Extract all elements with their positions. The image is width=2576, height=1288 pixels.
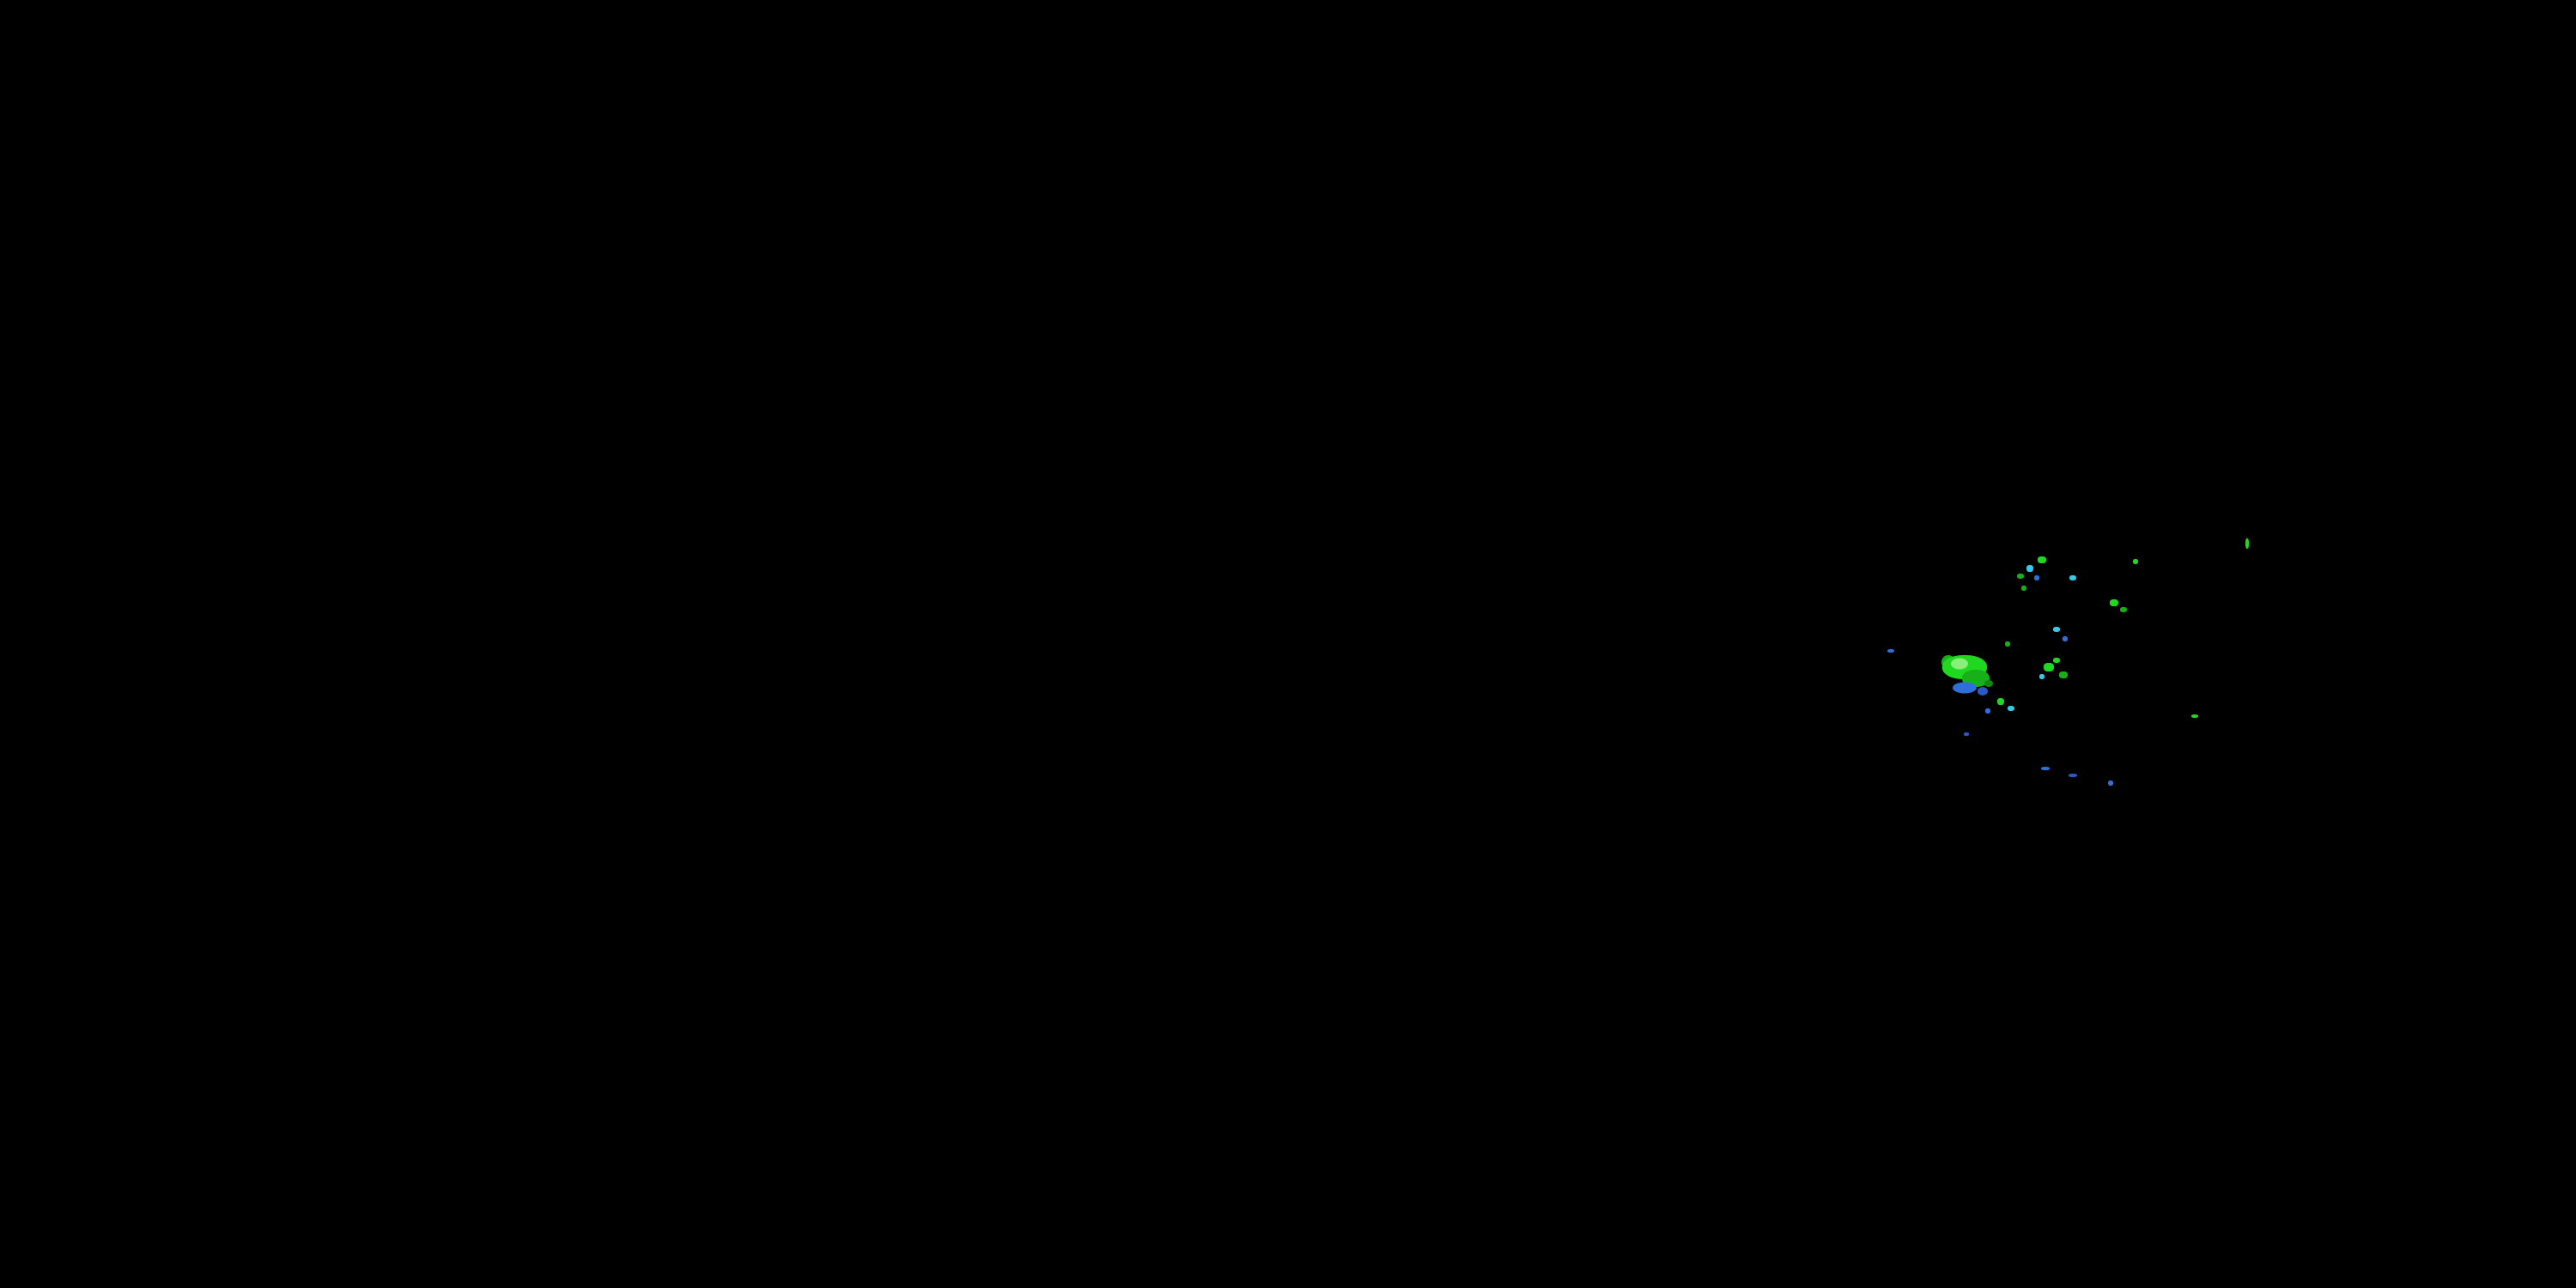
radar-echo <box>2110 599 2118 606</box>
radar-echo <box>1953 682 1977 694</box>
radar-echo <box>2069 774 2077 777</box>
radar-echo <box>2039 674 2044 679</box>
radar-echo <box>1964 732 1969 736</box>
radar-echo <box>2034 575 2039 580</box>
radar-echo <box>2026 565 2033 572</box>
radar-echo <box>1978 687 1988 696</box>
radar-echo <box>2191 714 2198 718</box>
radar-echo <box>1887 649 1894 653</box>
radar-echo <box>1985 708 1990 714</box>
radar-echo <box>2021 586 2026 591</box>
radar-echo <box>2038 556 2046 563</box>
radar-echo <box>2245 538 2249 549</box>
radar-echo <box>1997 698 2004 705</box>
radar-echo <box>1984 680 1993 687</box>
radar-echo <box>2120 607 2127 612</box>
radar-echo <box>2063 636 2068 641</box>
radar-echo <box>1951 658 1968 670</box>
radar-echo <box>2108 781 2113 786</box>
radar-echo <box>2005 641 2010 647</box>
radar-echo <box>2044 663 2054 671</box>
radar-echo <box>2133 559 2138 564</box>
radar-echo <box>2041 767 2050 770</box>
radar-echo <box>2017 574 2024 579</box>
radar-echo <box>2008 706 2014 711</box>
radar-echo <box>2059 671 2068 678</box>
radar-echo <box>2053 627 2060 632</box>
radar-echo <box>2069 575 2076 580</box>
radar-echo <box>2053 658 2060 663</box>
